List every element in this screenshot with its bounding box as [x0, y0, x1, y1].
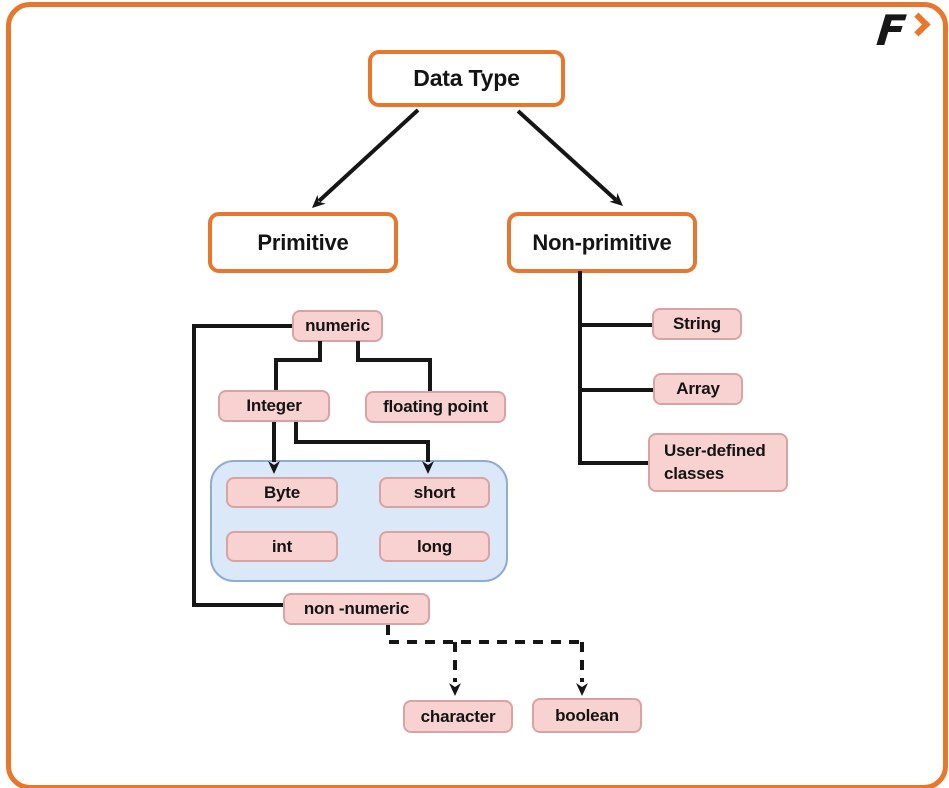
node-data-type: Data Type [368, 50, 565, 107]
arrowhead-character [449, 683, 461, 696]
edge-nonnumeric-dashed-rail [386, 625, 582, 644]
edge-root-primitive [317, 108, 420, 203]
node-long: long [379, 531, 490, 562]
arrowhead-primitive [312, 194, 326, 208]
node-floating-point: floating point [365, 391, 506, 423]
node-numeric: numeric [292, 310, 383, 342]
arrowhead-nonprimitive [609, 192, 623, 206]
node-integer: Integer [218, 390, 330, 422]
logo-letter: F [874, 6, 909, 55]
node-user-defined-classes: User-defined classes [648, 433, 788, 492]
node-int: int [226, 531, 338, 562]
node-array: Array [653, 373, 743, 405]
edge-numeric-integer [274, 341, 322, 390]
edge-numeric-floating [356, 341, 432, 391]
node-primitive: Primitive [208, 212, 398, 273]
edge-integer-short [294, 422, 430, 462]
node-short: short [379, 477, 490, 508]
node-boolean: boolean [532, 698, 642, 733]
arrowhead-boolean [576, 683, 588, 696]
node-non-primitive: Non-primitive [507, 212, 697, 273]
node-character: character [403, 700, 513, 733]
node-user-defined-classes-label: User-defined classes [664, 440, 766, 483]
node-byte: Byte [226, 477, 338, 508]
node-non-numeric: non -numeric [283, 593, 430, 625]
node-string: String [652, 308, 742, 340]
brand-logo: F [871, 6, 935, 58]
chevron-right-icon [906, 12, 931, 37]
edge-root-nonprimitive [516, 109, 618, 202]
